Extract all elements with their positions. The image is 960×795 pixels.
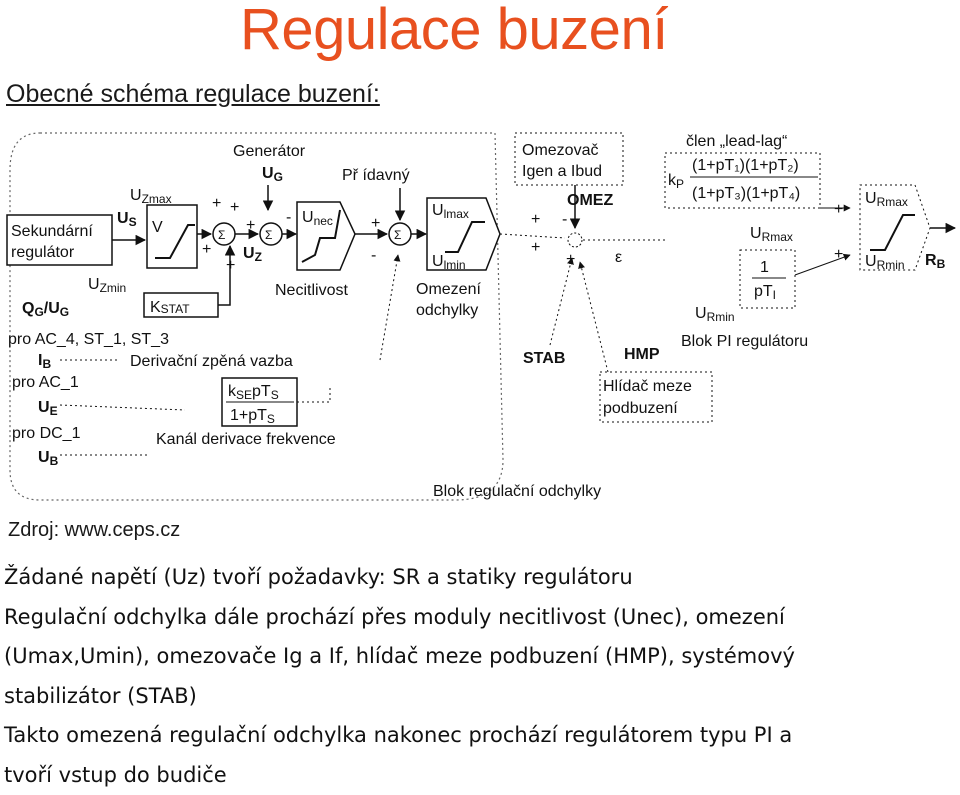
body-line: tvoří vstup do budiče: [4, 756, 954, 795]
svg-text:+: +: [531, 211, 540, 228]
body-line: stabilizátor (STAB): [4, 677, 954, 717]
uzmin-label: UZmin: [88, 276, 126, 295]
v-label: V: [152, 219, 163, 236]
svg-text:-: -: [371, 247, 376, 264]
additional-label: Př ídavný: [342, 167, 410, 184]
omezovac-label-2: Igen a Ibud: [522, 163, 602, 180]
hlidac-label-1: Hlídač meze: [603, 378, 692, 395]
generator-label: Generátor: [233, 143, 306, 160]
urmax-pi-label: URmax: [750, 225, 793, 244]
derivative-feedback-label: Derivační zpěná vazba: [130, 353, 293, 370]
hmp-label: HMP: [624, 346, 660, 363]
kstat-label: KSTAT: [150, 299, 190, 316]
lead-lag-denominator: (1+pT₃)(1+pT₄): [692, 185, 800, 202]
svg-text:+: +: [566, 251, 575, 268]
svg-text:-: -: [562, 211, 567, 228]
svg-text:+: +: [202, 241, 211, 258]
sum-junction-omez: [568, 233, 582, 247]
secondary-regulator-label-2: regulátor: [11, 244, 75, 261]
svg-text:+: +: [371, 215, 380, 232]
us-label: US: [117, 210, 137, 229]
pro-ac1-label: pro AC_1: [12, 374, 79, 391]
pi-block-label: Blok PI regulátoru: [681, 333, 808, 350]
setpoint-limiter-block: [147, 205, 197, 268]
svg-text:-: -: [286, 209, 291, 226]
svg-text:+: +: [531, 239, 540, 256]
ug-label: UG: [262, 165, 283, 184]
omezovac-label-1: Omezovač: [522, 142, 598, 159]
svg-text:+: +: [212, 195, 221, 212]
epsilon-label: ε: [615, 249, 622, 266]
pro-ac4-label: pro AC_4, ST_1, ST_3: [8, 331, 169, 348]
pi-numerator: 1: [760, 259, 769, 276]
svg-text:+: +: [246, 217, 255, 234]
svg-text:+: +: [834, 246, 843, 263]
necitlivost-label: Necitlivost: [275, 282, 348, 299]
block-diagram: Blok regulační odchylky Sekundární regul…: [0, 0, 960, 520]
svg-text:+: +: [230, 199, 239, 216]
svg-text:Σ: Σ: [265, 228, 272, 242]
secondary-regulator-label-1: Sekundární: [11, 223, 93, 240]
lead-lag-numerator: (1+pT₁)(1+pT₂): [692, 157, 799, 174]
error-block-label: Blok regulační odchylky: [433, 483, 601, 500]
rb-label: RB: [925, 252, 946, 271]
body-line: Žádané napětí (Uz) tvoří požadavky: SR a…: [4, 558, 954, 598]
uzmax-label: UZmax: [130, 187, 172, 206]
omezeni-label-1: Omezení: [416, 281, 481, 298]
ue-label: UE: [38, 399, 58, 418]
body-text: Žádané napětí (Uz) tvoří požadavky: SR a…: [4, 558, 954, 795]
svg-text:Σ: Σ: [394, 228, 401, 242]
source-note: Zdroj: www.ceps.cz: [8, 519, 180, 542]
omez-label: OMEZ: [567, 192, 613, 209]
ib-label: IB: [38, 352, 51, 371]
uz-label: UZ: [243, 245, 262, 264]
urmin-pi-label: URmin: [695, 305, 735, 324]
svg-text:Σ: Σ: [218, 228, 225, 242]
omezeni-label-2: odchylky: [416, 302, 478, 319]
body-line: Takto omezená regulační odchylka nakonec…: [4, 716, 954, 756]
qg-ug-label: QG/UG: [22, 300, 69, 319]
body-line: (Umax,Umin), omezovače Ig a If, hlídač m…: [4, 637, 954, 677]
svg-text:+: +: [834, 201, 843, 218]
ub-label: UB: [38, 449, 59, 468]
hlidac-label-2: podbuzení: [603, 400, 678, 417]
lead-lag-label: člen „lead-lag“: [686, 133, 787, 150]
pro-dc1-label: pro DC_1: [12, 425, 81, 442]
frequency-channel-label: Kanál derivace frekvence: [156, 431, 336, 448]
body-line: Regulační odchylka dále prochází přes mo…: [4, 598, 954, 638]
stab-label: STAB: [523, 350, 565, 367]
